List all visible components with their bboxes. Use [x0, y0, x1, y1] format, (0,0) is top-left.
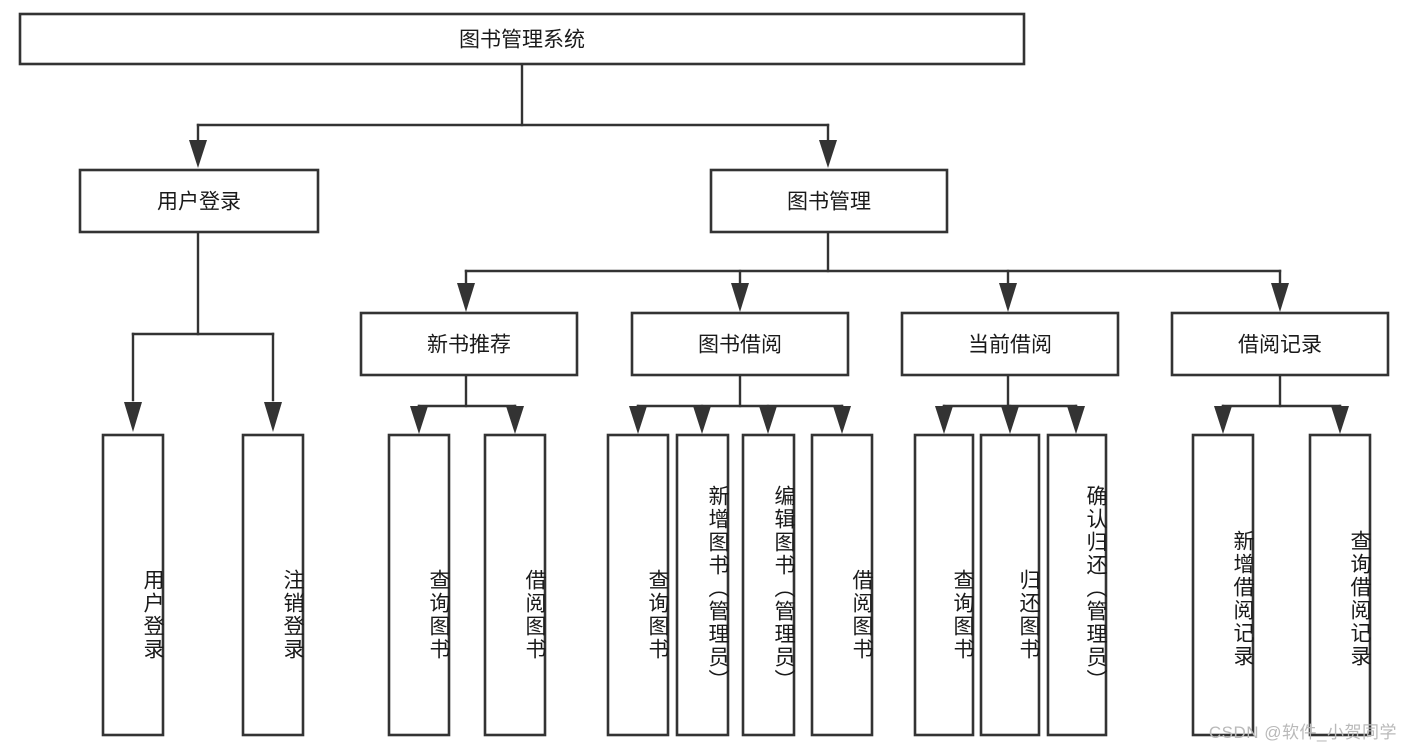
arrow-head-login: [189, 140, 207, 168]
node-leaf4[interactable]: [483, 433, 547, 737]
node-root[interactable]: [18, 12, 1026, 66]
arrow-head-leaf2: [264, 402, 282, 432]
node-leaf13[interactable]: [1308, 433, 1372, 737]
arrow-head-leaf4: [506, 406, 524, 434]
node-leaf1[interactable]: [101, 433, 165, 737]
arrow-head-leaf3: [410, 406, 428, 434]
arrow-head-bookmgmt: [819, 140, 837, 168]
arrow-head-leaf1: [124, 402, 142, 432]
arrow-head-leaf9: [935, 406, 953, 434]
arrow-head-records: [1271, 283, 1289, 312]
arrow-head-leaf11: [1067, 406, 1085, 434]
node-leaf6[interactable]: [675, 433, 730, 737]
arrow-head-leaf5: [629, 406, 647, 434]
node-borrow[interactable]: [630, 311, 850, 377]
node-layer: 图书管理系统 用户登录 图书管理 新书推荐 图书借阅 当前借阅 借阅记录: [18, 12, 1390, 737]
arrow-head-leaf13: [1331, 406, 1349, 434]
node-records[interactable]: [1170, 311, 1390, 377]
node-leaf8[interactable]: [810, 433, 874, 737]
arrow-head-leaf10: [1001, 406, 1019, 434]
node-borrow-label: 图书借阅: [698, 334, 782, 357]
arrow-head-leaf7: [759, 406, 777, 434]
node-leaf10[interactable]: [979, 433, 1041, 737]
node-newbook[interactable]: [359, 311, 579, 377]
arrow-head-newbook: [457, 283, 475, 312]
node-current-label: 当前借阅: [968, 334, 1052, 357]
arrow-head-leaf8: [833, 406, 851, 434]
arrow-head-borrow: [731, 283, 749, 312]
arrow-head-current: [999, 283, 1017, 312]
node-newbook-label: 新书推荐: [427, 334, 511, 357]
node-bookmgmt[interactable]: [709, 168, 949, 234]
node-leaf5[interactable]: [606, 433, 670, 737]
arrow-head-leaf6: [693, 406, 711, 434]
arrow-head-leaf12: [1214, 406, 1232, 434]
node-leaf9[interactable]: [913, 433, 975, 737]
node-records-label: 借阅记录: [1238, 334, 1322, 357]
node-leaf7[interactable]: [741, 433, 796, 737]
node-leaf2[interactable]: [241, 433, 305, 737]
node-login-label: 用户登录: [157, 191, 241, 214]
edge-layer: [124, 62, 1349, 434]
csdn-watermark: CSDN @软件_小贺同学: [1208, 723, 1397, 742]
node-bookmgmt-label: 图书管理: [787, 191, 871, 214]
node-leaf12[interactable]: [1191, 433, 1255, 737]
node-current[interactable]: [900, 311, 1120, 377]
node-leaf3[interactable]: [387, 433, 451, 737]
node-leaf11[interactable]: [1046, 433, 1108, 737]
node-root-label: 图书管理系统: [459, 29, 585, 52]
node-login[interactable]: [78, 168, 320, 234]
